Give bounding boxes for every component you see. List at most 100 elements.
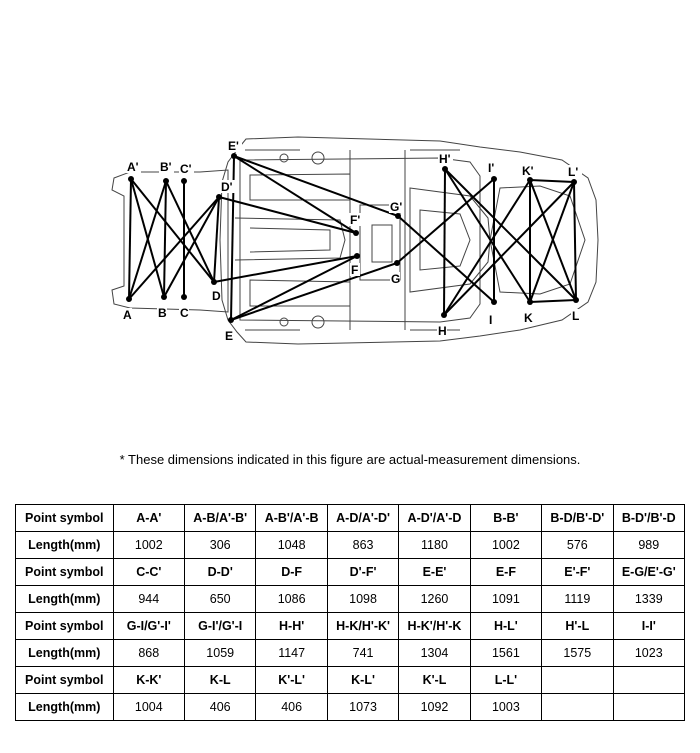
symbol-cell: D'-F' (326, 558, 400, 586)
point-label-bg (487, 161, 502, 174)
point-label: I (489, 313, 492, 327)
measure-line (163, 196, 220, 298)
measure-line (213, 255, 358, 283)
measure-point (491, 299, 497, 305)
point-label-bg (389, 200, 404, 213)
measure-line (233, 155, 357, 234)
symbol-cell: A-B/A'-B' (183, 504, 257, 532)
symbol-cell: K-L' (326, 666, 400, 694)
length-cell: 1304 (398, 639, 471, 667)
point-label: H (438, 324, 447, 338)
symbol-cell: H-H' (255, 612, 328, 640)
measure-line (130, 178, 215, 283)
measure-line (443, 168, 446, 316)
length-cell: 989 (612, 531, 686, 559)
symbol-cell: D-D' (183, 558, 257, 586)
symbol-cell: B-D'/B'-D (612, 504, 686, 532)
point-label: K' (522, 164, 534, 178)
point-label-bg (437, 324, 447, 337)
symbol-cell: K'-L (398, 666, 471, 694)
measure-point (228, 317, 234, 323)
measure-line (444, 168, 531, 303)
point-label-bg (220, 180, 235, 193)
length-cell: 863 (326, 531, 400, 559)
point-label-bg (179, 162, 194, 175)
symbol-cell: E-G/E'-G' (612, 558, 686, 586)
length-cell: 1086 (255, 585, 328, 613)
measure-line (128, 178, 132, 300)
length-cell: 741 (326, 639, 400, 667)
length-header: Length(mm) (15, 585, 114, 613)
symbol-cell: I-I' (612, 612, 686, 640)
length-cell: 1059 (183, 639, 257, 667)
length-cell: 1073 (326, 693, 400, 721)
measure-point (181, 178, 187, 184)
length-cell: 1575 (541, 639, 614, 667)
point-label: G (391, 272, 400, 286)
length-cell: 576 (541, 531, 614, 559)
length-cell: 1180 (398, 531, 471, 559)
point-label: H' (439, 152, 451, 166)
measure-line (163, 180, 167, 298)
symbol-cell: A-D'/A'-D (398, 504, 471, 532)
point-symbol-header: Point symbol (15, 666, 114, 694)
symbol-cell (541, 666, 614, 694)
measurement-lines (128, 155, 577, 321)
measure-point (161, 294, 167, 300)
point-symbol-header: Point symbol (15, 504, 114, 532)
point-label-bg (224, 329, 234, 342)
measure-point (126, 296, 132, 302)
measure-line (128, 196, 220, 300)
measure-line (397, 215, 495, 303)
symbol-cell: A-D/A'-D' (326, 504, 400, 532)
symbol-cell: K-K' (112, 666, 186, 694)
symbol-cell: H'-L (541, 612, 614, 640)
length-header: Length(mm) (15, 639, 114, 667)
point-label-bg (179, 306, 189, 319)
measure-point (395, 213, 401, 219)
point-label: F (351, 263, 358, 277)
point-label: L (572, 309, 579, 323)
measure-point (353, 230, 359, 236)
length-cell: 1091 (469, 585, 543, 613)
symbol-cell: H-K'/H'-K (398, 612, 471, 640)
length-cell: 406 (183, 693, 257, 721)
symbol-cell (612, 666, 686, 694)
length-cell: 1119 (541, 585, 614, 613)
measure-point (211, 279, 217, 285)
length-cell: 406 (255, 693, 328, 721)
point-label-bg (571, 309, 581, 322)
point-label: G' (390, 200, 402, 214)
point-label-bg (567, 165, 582, 178)
length-cell: 1098 (326, 585, 400, 613)
length-cell: 1003 (469, 693, 543, 721)
measure-line (165, 180, 215, 283)
point-symbol-header: Point symbol (15, 558, 114, 586)
measure-line (230, 255, 358, 321)
point-label-bg (211, 289, 221, 302)
point-label-bg (126, 160, 141, 173)
symbol-cell: B-B' (469, 504, 543, 532)
length-cell: 1004 (112, 693, 186, 721)
point-label: E (225, 329, 233, 343)
measure-point (527, 299, 533, 305)
symbol-cell: C-C' (112, 558, 186, 586)
symbol-cell: E'-F' (541, 558, 614, 586)
measure-line (573, 181, 577, 301)
symbol-cell: H-K/H'-K' (326, 612, 400, 640)
symbol-cell: H-L' (469, 612, 543, 640)
length-cell: 1002 (469, 531, 543, 559)
point-label: D' (221, 180, 233, 194)
measure-line (529, 179, 575, 183)
point-label-bg (159, 160, 174, 173)
symbol-cell: G-I'/G'-I (183, 612, 257, 640)
point-label: I' (488, 161, 494, 175)
measure-point (354, 253, 360, 259)
length-cell: 1023 (612, 639, 686, 667)
length-cell (541, 693, 614, 721)
